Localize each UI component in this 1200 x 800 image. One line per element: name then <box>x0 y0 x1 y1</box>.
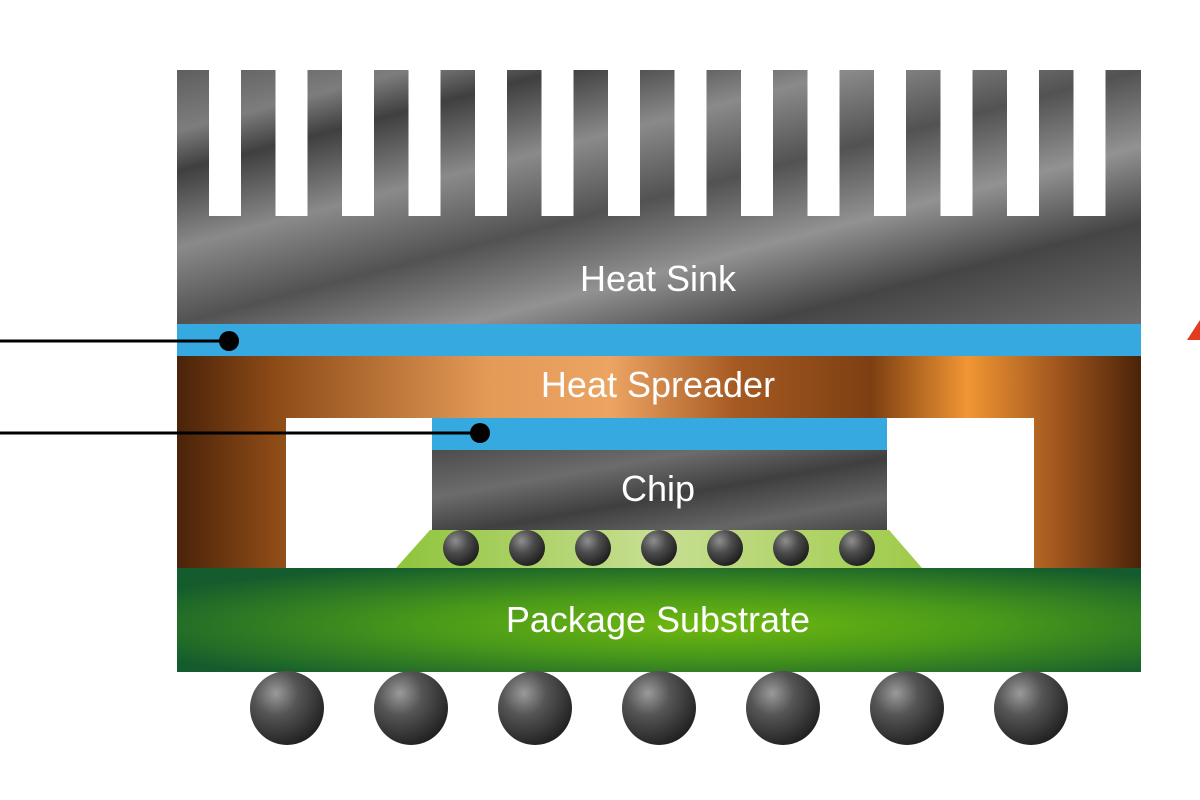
heat-sink-fin-gap <box>741 70 773 216</box>
micro-bump <box>443 530 479 566</box>
heat-sink-fin-gap <box>209 70 241 216</box>
solder-ball <box>870 671 944 745</box>
heat-sink-fin-gap <box>807 70 840 216</box>
heat-sink-fin-gap <box>275 70 308 216</box>
micro-bump <box>773 530 809 566</box>
micro-bump-array <box>443 530 875 566</box>
heat-sink-fin-gap <box>874 70 906 216</box>
chip-stack <box>396 418 922 568</box>
package-substrate-body <box>177 568 1141 672</box>
tim-layer-upper <box>177 324 1141 356</box>
heat-spreader-label: Heat Spreader <box>541 364 775 405</box>
micro-bump <box>707 530 743 566</box>
package-substrate-label: Package Substrate <box>506 599 810 640</box>
heat-sink-fin-gap <box>475 70 507 216</box>
micro-bump <box>509 530 545 566</box>
heat-sink-body <box>177 70 1141 324</box>
heat-sink-fin-gap <box>608 70 640 216</box>
heat-sink-fin-gap <box>674 70 707 216</box>
solder-ball <box>622 671 696 745</box>
micro-bump <box>641 530 677 566</box>
micro-bump <box>839 530 875 566</box>
solder-ball-array <box>250 671 1068 745</box>
heat-sink-fin-gap <box>541 70 574 216</box>
leader-dot-lower-tim <box>470 423 490 443</box>
solder-ball <box>994 671 1068 745</box>
heat-sink-fin-gap <box>1007 70 1039 216</box>
heat-sink-fin-gaps <box>209 70 1106 216</box>
heat-sink-fin-gap <box>1073 70 1106 216</box>
leader-lines <box>0 331 490 443</box>
tim-layer-lower <box>432 418 887 450</box>
micro-bump <box>575 530 611 566</box>
heat-sink-label: Heat Sink <box>580 258 737 299</box>
thermal-interfaces <box>177 324 1141 356</box>
heat-sink-fin-gap <box>408 70 441 216</box>
solder-ball <box>374 671 448 745</box>
package-substrate <box>177 568 1141 672</box>
leader-dot-upper-tim <box>219 331 239 351</box>
solder-ball <box>498 671 572 745</box>
solder-ball <box>250 671 324 745</box>
heat-sink <box>177 70 1141 324</box>
chip-label: Chip <box>621 468 695 509</box>
chip-die <box>432 450 887 530</box>
solder-ball <box>746 671 820 745</box>
heat-sink-fin-gap <box>342 70 374 216</box>
warning-triangle-icon <box>1187 320 1200 340</box>
heat-sink-fin-gap <box>940 70 973 216</box>
